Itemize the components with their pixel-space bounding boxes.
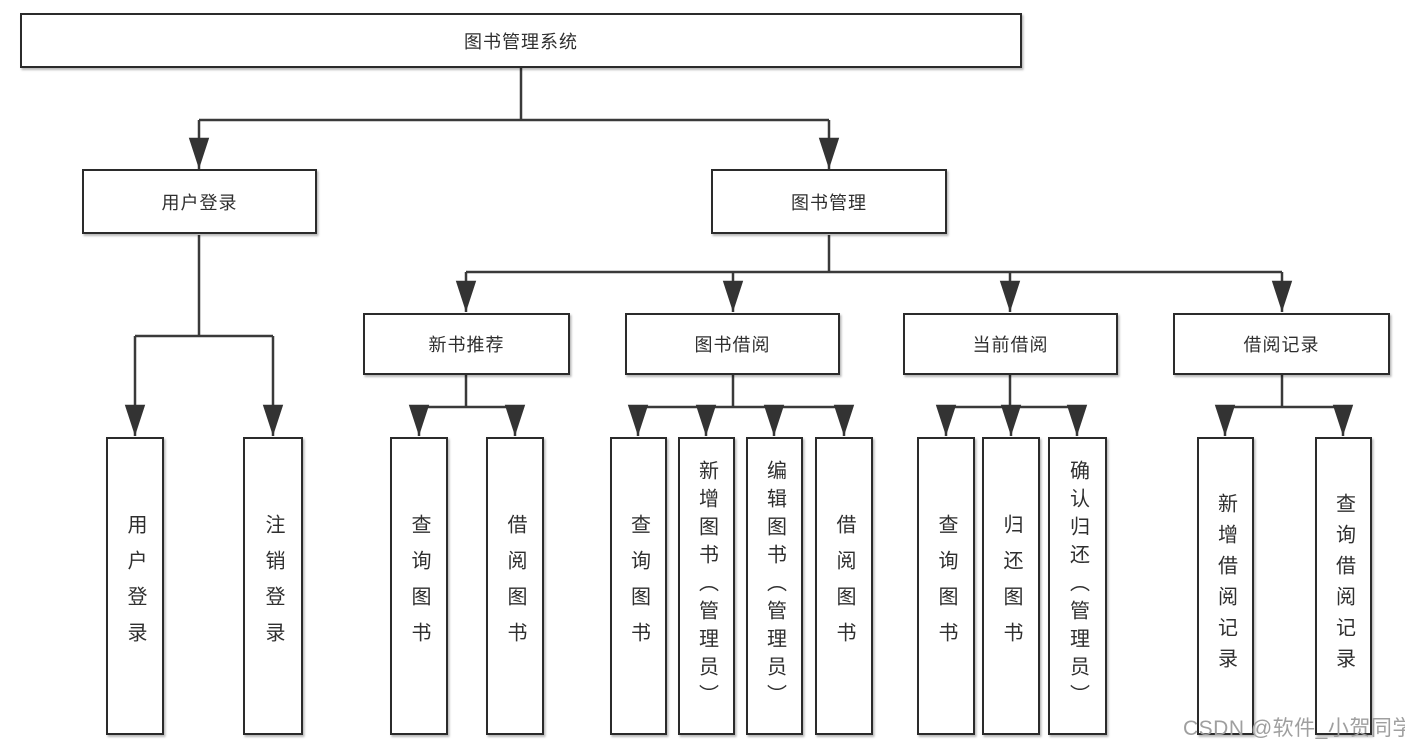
leaf-borrowing-add-books-admin: 新增图书（管理员）	[678, 437, 735, 735]
csdn-watermark: CSDN @软件_小贺同学	[1183, 717, 1405, 740]
node-label: 图书管理	[791, 192, 867, 213]
node-label: 用户登录	[124, 514, 146, 658]
node-new-book-recommend: 新书推荐	[363, 313, 570, 375]
node-label: 查询图书	[627, 514, 650, 658]
leaf-borrowing-edit-books-admin: 编辑图书（管理员）	[746, 437, 803, 735]
node-label: 注销登录	[262, 514, 284, 658]
node-borrow-records: 借阅记录	[1173, 313, 1390, 375]
node-label: 新书推荐	[428, 335, 505, 355]
node-user-login: 用户登录	[82, 169, 317, 234]
node-library-management-system: 图书管理系统	[20, 13, 1022, 68]
leaf-user-login: 用户登录	[106, 437, 164, 735]
leaf-records-query-borrow-record: 查询借阅记录	[1315, 437, 1372, 735]
leaf-current-return-books: 归还图书	[982, 437, 1040, 735]
node-label: 用户登录	[161, 192, 238, 213]
leaf-current-query-books: 查询图书	[917, 437, 975, 735]
node-label: 新增图书（管理员）	[695, 460, 718, 712]
node-label: 查询图书	[408, 514, 430, 658]
node-label: 查询借阅记录	[1332, 493, 1355, 679]
node-book-borrowing: 图书借阅	[625, 313, 840, 375]
node-current-borrowing: 当前借阅	[903, 313, 1118, 375]
node-label: 确认归还（管理员）	[1066, 460, 1089, 712]
leaf-borrowing-query-books: 查询图书	[610, 437, 667, 735]
leaf-current-confirm-return-admin: 确认归还（管理员）	[1048, 437, 1107, 735]
leaf-records-add-borrow-record: 新增借阅记录	[1197, 437, 1254, 735]
node-label: 新增借阅记录	[1214, 493, 1237, 679]
node-label: 归还图书	[1000, 514, 1022, 658]
leaf-recommend-borrow-books: 借阅图书	[486, 437, 544, 735]
leaf-borrowing-borrow-books: 借阅图书	[815, 437, 873, 735]
node-label: 当前借阅	[972, 335, 1049, 355]
node-label: 借阅图书	[504, 514, 526, 658]
node-book-management: 图书管理	[711, 169, 947, 234]
node-label: 图书借阅	[694, 335, 771, 355]
node-label: 查询图书	[935, 514, 957, 658]
node-label: 借阅图书	[833, 514, 855, 658]
leaf-logout: 注销登录	[243, 437, 303, 735]
node-label: 图书管理系统	[464, 31, 578, 52]
node-label: 借阅记录	[1243, 335, 1320, 355]
leaf-recommend-query-books: 查询图书	[390, 437, 448, 735]
node-label: 编辑图书（管理员）	[763, 460, 786, 712]
